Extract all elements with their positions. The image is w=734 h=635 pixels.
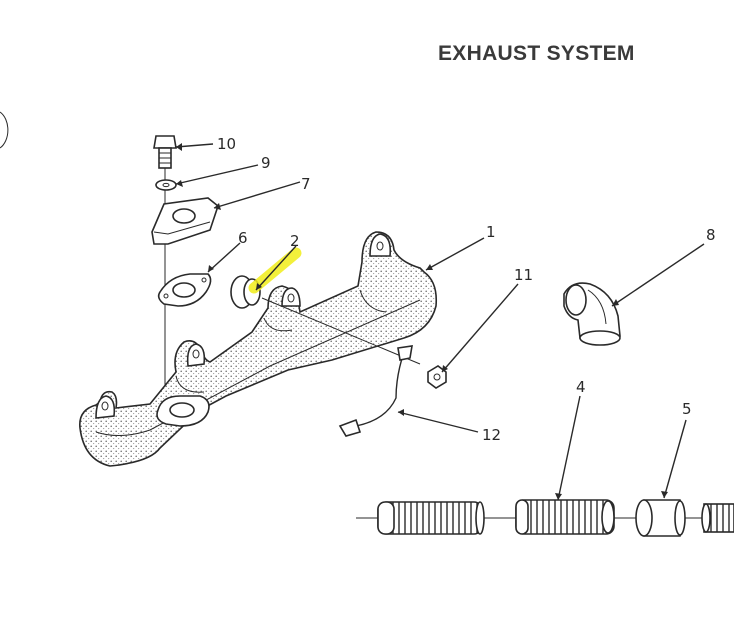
callout-9: 9 [261, 154, 271, 172]
callout-8: 8 [706, 226, 716, 244]
callout-5: 5 [682, 400, 692, 418]
gasket-6 [157, 273, 212, 307]
callout-11: 11 [514, 266, 533, 284]
diagram-title: EXHAUST SYSTEM [438, 42, 635, 65]
edge-arc [0, 111, 9, 149]
clamp-plate-7 [151, 197, 219, 245]
strap-12 [338, 345, 413, 437]
plug-axis-line [261, 297, 421, 365]
callout-1: 1 [486, 223, 496, 241]
callout-4: 4 [576, 378, 586, 396]
bolt-10 [153, 135, 177, 169]
washer-9 [155, 179, 177, 191]
callout-10: 10 [217, 135, 236, 153]
highlight-2 [248, 247, 302, 294]
callout-12: 12 [482, 426, 501, 444]
callout-6: 6 [238, 229, 248, 247]
washer-9-hole [162, 182, 170, 188]
nut-11 [427, 365, 447, 389]
exhaust-manifold [79, 231, 438, 467]
pipe-4 [515, 499, 615, 535]
pipe-segment-right [701, 503, 734, 533]
elbow-8 [563, 282, 621, 346]
leader-lines [175, 143, 705, 501]
callout-7: 7 [301, 175, 311, 193]
pipe-segment-left [377, 501, 485, 535]
callout-2: 2 [290, 232, 300, 250]
coupling-5 [635, 499, 686, 537]
